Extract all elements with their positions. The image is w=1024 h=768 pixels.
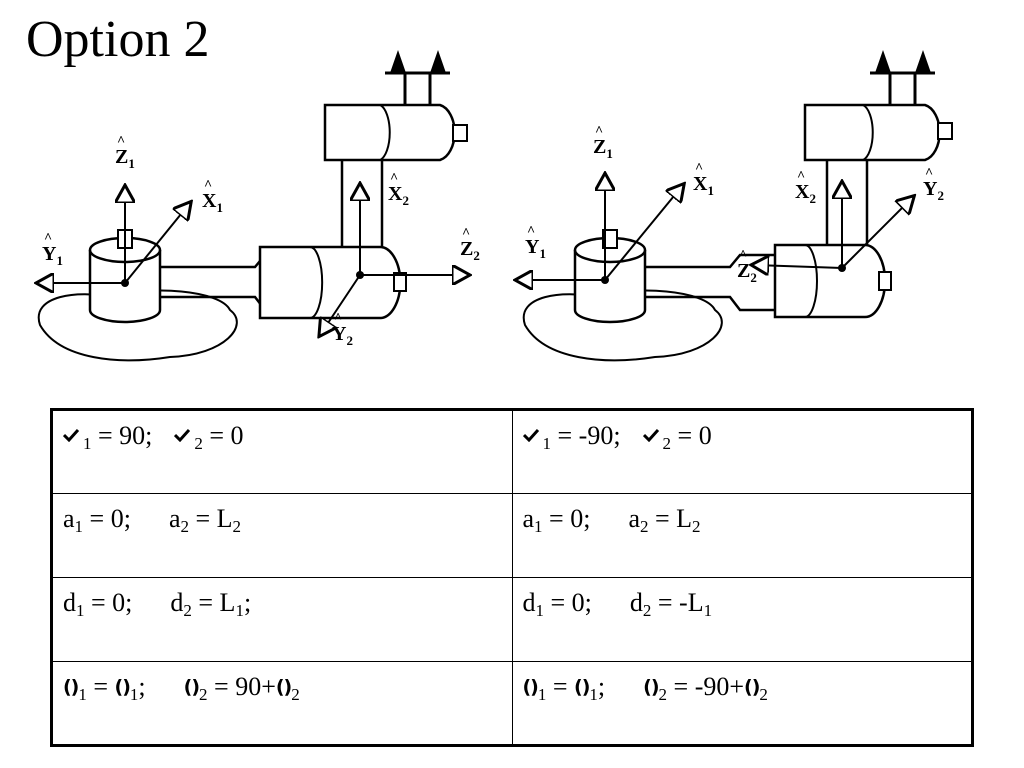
label-z1: Z1 (115, 146, 135, 171)
label-x1: X1 (693, 173, 714, 198)
theta-icon: () (114, 676, 131, 698)
table-cell: a1 = 0;a2 = L2 (511, 493, 973, 578)
theta-icon: () (63, 676, 79, 698)
table-row: 1 = 90;2 = 0 1 = -90;2 = 0 (51, 409, 973, 494)
svg-text:^: ^ (695, 161, 703, 176)
table-cell: d1 = 0;d2 = -L1 (511, 577, 973, 662)
robot-diagram-left-svg: Z1 X1 Y1 X2 Z2 Y2 ^ ^ ^ ^ ^ ^ (20, 50, 480, 362)
check-icon (642, 428, 659, 442)
check-icon (174, 428, 191, 442)
svg-text:^: ^ (797, 169, 805, 184)
svg-text:^: ^ (925, 166, 933, 181)
ground-blob (37, 289, 238, 362)
theta-icon: () (744, 676, 760, 698)
theta-icon: () (574, 676, 590, 698)
svg-text:^: ^ (44, 231, 52, 246)
dh-parameter-table: 1 = 90;2 = 0 1 = -90;2 = 0 a1 = 0;a2 = L… (50, 408, 974, 747)
theta-icon: () (643, 676, 659, 698)
joint-2-cylinder (258, 245, 402, 320)
table-cell: ()1 = ()1;()2 = 90+()2 (51, 661, 513, 746)
table-cell: 1 = -90;2 = 0 (511, 409, 973, 494)
label-z2: Z2 (737, 260, 757, 285)
label-z2: Z2 (460, 238, 480, 263)
theta-icon: () (522, 676, 539, 698)
check-icon (63, 428, 79, 442)
label-x1: X1 (202, 190, 223, 215)
theta-icon: () (183, 676, 200, 698)
svg-text:^: ^ (390, 171, 398, 186)
table-cell: d1 = 0;d2 = L1; (51, 577, 513, 662)
table-row: d1 = 0;d2 = L1; d1 = 0;d2 = -L1 (51, 577, 973, 662)
robot-diagram-left: Z1 X1 Y1 X2 Z2 Y2 ^ ^ ^ ^ ^ ^ (20, 35, 500, 395)
table-cell: a1 = 0;a2 = L2 (51, 493, 513, 578)
theta-icon: () (275, 676, 292, 698)
svg-text:^: ^ (462, 226, 470, 241)
svg-text:^: ^ (334, 311, 342, 326)
label-z1: Z1 (593, 136, 613, 161)
svg-text:^: ^ (527, 224, 535, 239)
base-cylinder (573, 250, 647, 324)
robot-diagram-right-svg: Z1 X1 Y1 X2 Z2 Y2 ^ ^ ^ ^ ^ ^ (505, 50, 953, 362)
table-row: a1 = 0;a2 = L2 a1 = 0;a2 = L2 (51, 493, 973, 578)
joint-2-cylinder (773, 243, 887, 319)
link-2-vertical (340, 145, 384, 247)
label-y1: Y1 (525, 236, 546, 261)
table-row: ()1 = ()1;()2 = 90+()2 ()1 = ()1;()2 = -… (51, 661, 973, 746)
label-y1: Y1 (42, 243, 63, 268)
label-y2: Y2 (923, 178, 944, 203)
svg-text:^: ^ (204, 178, 212, 193)
label-y2: Y2 (332, 323, 353, 348)
slide-title: Option 2 (26, 11, 210, 68)
robot-diagram-right: Z1 X1 Y1 X2 Z2 Y2 ^ ^ ^ ^ ^ ^ (505, 35, 985, 395)
link-2-vertical (825, 145, 869, 245)
svg-text:^: ^ (595, 124, 603, 139)
gripper (870, 71, 935, 105)
check-icon (522, 428, 539, 442)
label-x2: X2 (795, 181, 816, 206)
table-cell: ()1 = ()1;()2 = -90+()2 (511, 661, 973, 746)
ground-blob (522, 289, 723, 362)
svg-text:^: ^ (739, 248, 747, 263)
gripper (385, 71, 450, 105)
label-x2: X2 (388, 183, 409, 208)
table-cell: 1 = 90;2 = 0 (51, 409, 513, 494)
svg-text:^: ^ (117, 134, 125, 149)
